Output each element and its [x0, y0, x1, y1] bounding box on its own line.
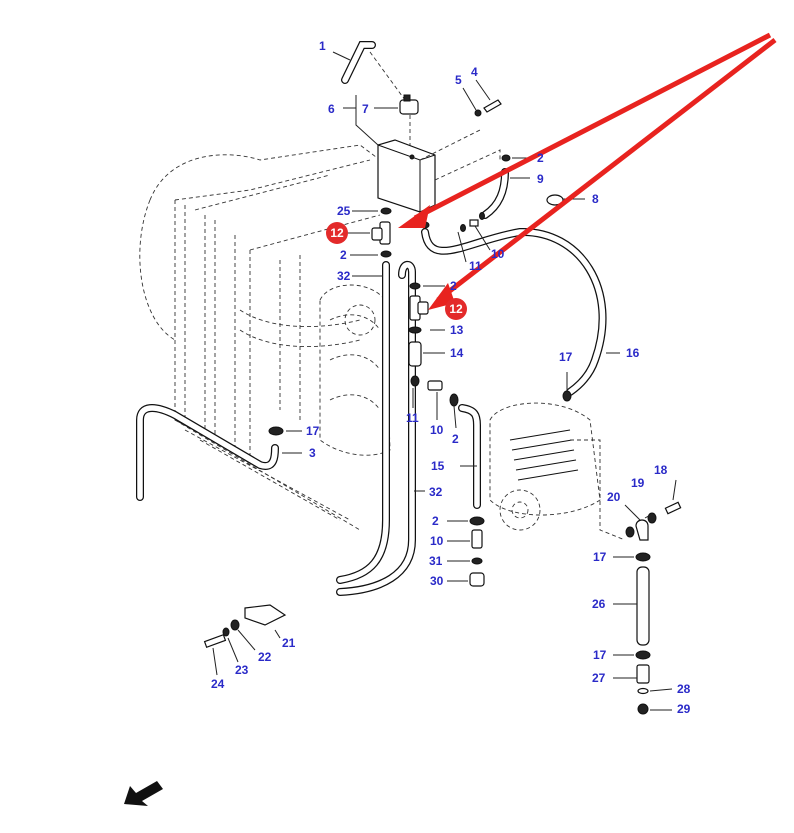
part-8-clamp — [546, 194, 564, 206]
part-27-fitting — [636, 664, 650, 684]
label-part-10: 10 — [430, 534, 444, 548]
front-direction-arrow — [124, 781, 163, 806]
radiator-assembly — [139, 144, 381, 531]
label-part-17: 17 — [559, 350, 573, 364]
label-part-21: 21 — [282, 636, 296, 650]
label-part-16: 16 — [626, 346, 640, 360]
label-part-17: 17 — [306, 424, 320, 438]
label-part-1: 1 — [319, 39, 326, 53]
part-13-seal — [408, 326, 422, 334]
part-20-banjo — [635, 519, 649, 541]
label-part-13: 13 — [450, 323, 464, 337]
label-part-5: 5 — [455, 73, 462, 87]
label-part-2: 2 — [450, 279, 457, 293]
part-21-bracket — [244, 604, 287, 626]
part-29-plug — [637, 703, 649, 715]
label-part-9: 9 — [537, 172, 544, 186]
label-part-14: 14 — [450, 346, 464, 360]
part-24-bolt — [203, 633, 227, 649]
label-part-27: 27 — [592, 671, 606, 685]
label-part-24: 24 — [211, 677, 225, 691]
label-part-31: 31 — [429, 554, 443, 568]
label-part-15: 15 — [431, 459, 445, 473]
label-part-10: 10 — [491, 247, 505, 261]
label-part-11: 11 — [406, 411, 419, 425]
part-25-seal — [380, 207, 392, 215]
part-12-valve-upper — [371, 221, 391, 245]
label-part-29: 29 — [677, 702, 691, 716]
label-part-22: 22 — [258, 650, 272, 664]
callout-part-12-upper: 12 — [326, 222, 348, 244]
label-part-23: 23 — [235, 663, 249, 677]
part-32-hose — [336, 261, 390, 584]
label-part-2: 2 — [340, 248, 347, 262]
highlight-arrow-upper — [413, 32, 772, 221]
part-2-seal — [380, 250, 392, 258]
leader-lines — [212, 51, 677, 711]
label-part-17: 17 — [593, 550, 607, 564]
part-3-hose — [136, 404, 279, 501]
part-30-nut — [469, 572, 485, 587]
label-part-6: 6 — [328, 102, 335, 116]
label-part-2: 2 — [432, 514, 439, 528]
label-part-10: 10 — [430, 423, 444, 437]
label-part-25: 25 — [337, 204, 351, 218]
part-26-pipe — [636, 566, 650, 646]
highlight-arrow-lower — [436, 38, 777, 302]
highlight-arrows — [398, 32, 777, 310]
label-part-28: 28 — [677, 682, 691, 696]
label-part-20: 20 — [607, 490, 621, 504]
label-part-8: 8 — [592, 192, 599, 206]
part-5-washer — [474, 109, 482, 117]
part-12-valve-lower — [409, 295, 429, 321]
label-part-18: 18 — [654, 463, 668, 477]
label-part-3: 3 — [309, 446, 316, 460]
part-7-filler-cap — [399, 94, 419, 150]
label-part-2: 2 — [537, 151, 544, 165]
part-18-bolt — [664, 501, 682, 515]
label-part-4: 4 — [471, 65, 478, 79]
label-part-32: 32 — [429, 485, 443, 499]
label-part-11: 11 — [469, 259, 482, 273]
label-part-2: 2 — [452, 432, 459, 446]
part-32-hose-b — [336, 260, 416, 596]
part-14-sleeve — [408, 341, 422, 367]
part-6-expansion-tank — [377, 129, 501, 213]
label-part-17: 17 — [593, 648, 607, 662]
part-4-bolt — [483, 99, 502, 113]
label-part-7: 7 — [362, 102, 369, 116]
label-part-32: 32 — [337, 269, 351, 283]
label-part-19: 19 — [631, 476, 645, 490]
callout-part-12-lower: 12 — [445, 298, 467, 320]
label-part-30: 30 — [430, 574, 444, 588]
label-part-26: 26 — [592, 597, 606, 611]
engine-block — [319, 284, 391, 456]
water-pump-assembly — [489, 402, 626, 541]
